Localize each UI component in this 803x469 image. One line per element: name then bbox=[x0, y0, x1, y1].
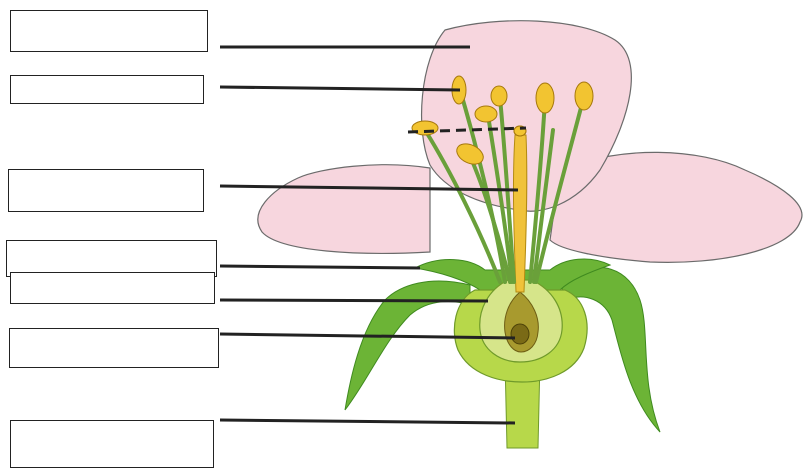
label-box-6[interactable] bbox=[9, 328, 219, 368]
label-box-3[interactable] bbox=[8, 169, 204, 212]
ovule bbox=[511, 324, 529, 344]
style bbox=[513, 135, 526, 292]
label-box-1[interactable] bbox=[10, 10, 208, 52]
leader-line-sepal bbox=[220, 266, 420, 268]
label-box-2[interactable] bbox=[10, 75, 204, 104]
label-box-5[interactable] bbox=[10, 272, 215, 304]
leader-line-receptacle bbox=[220, 300, 488, 301]
leader-line-stalk bbox=[220, 420, 515, 423]
label-box-7[interactable] bbox=[10, 420, 214, 468]
left-petal bbox=[258, 165, 430, 254]
